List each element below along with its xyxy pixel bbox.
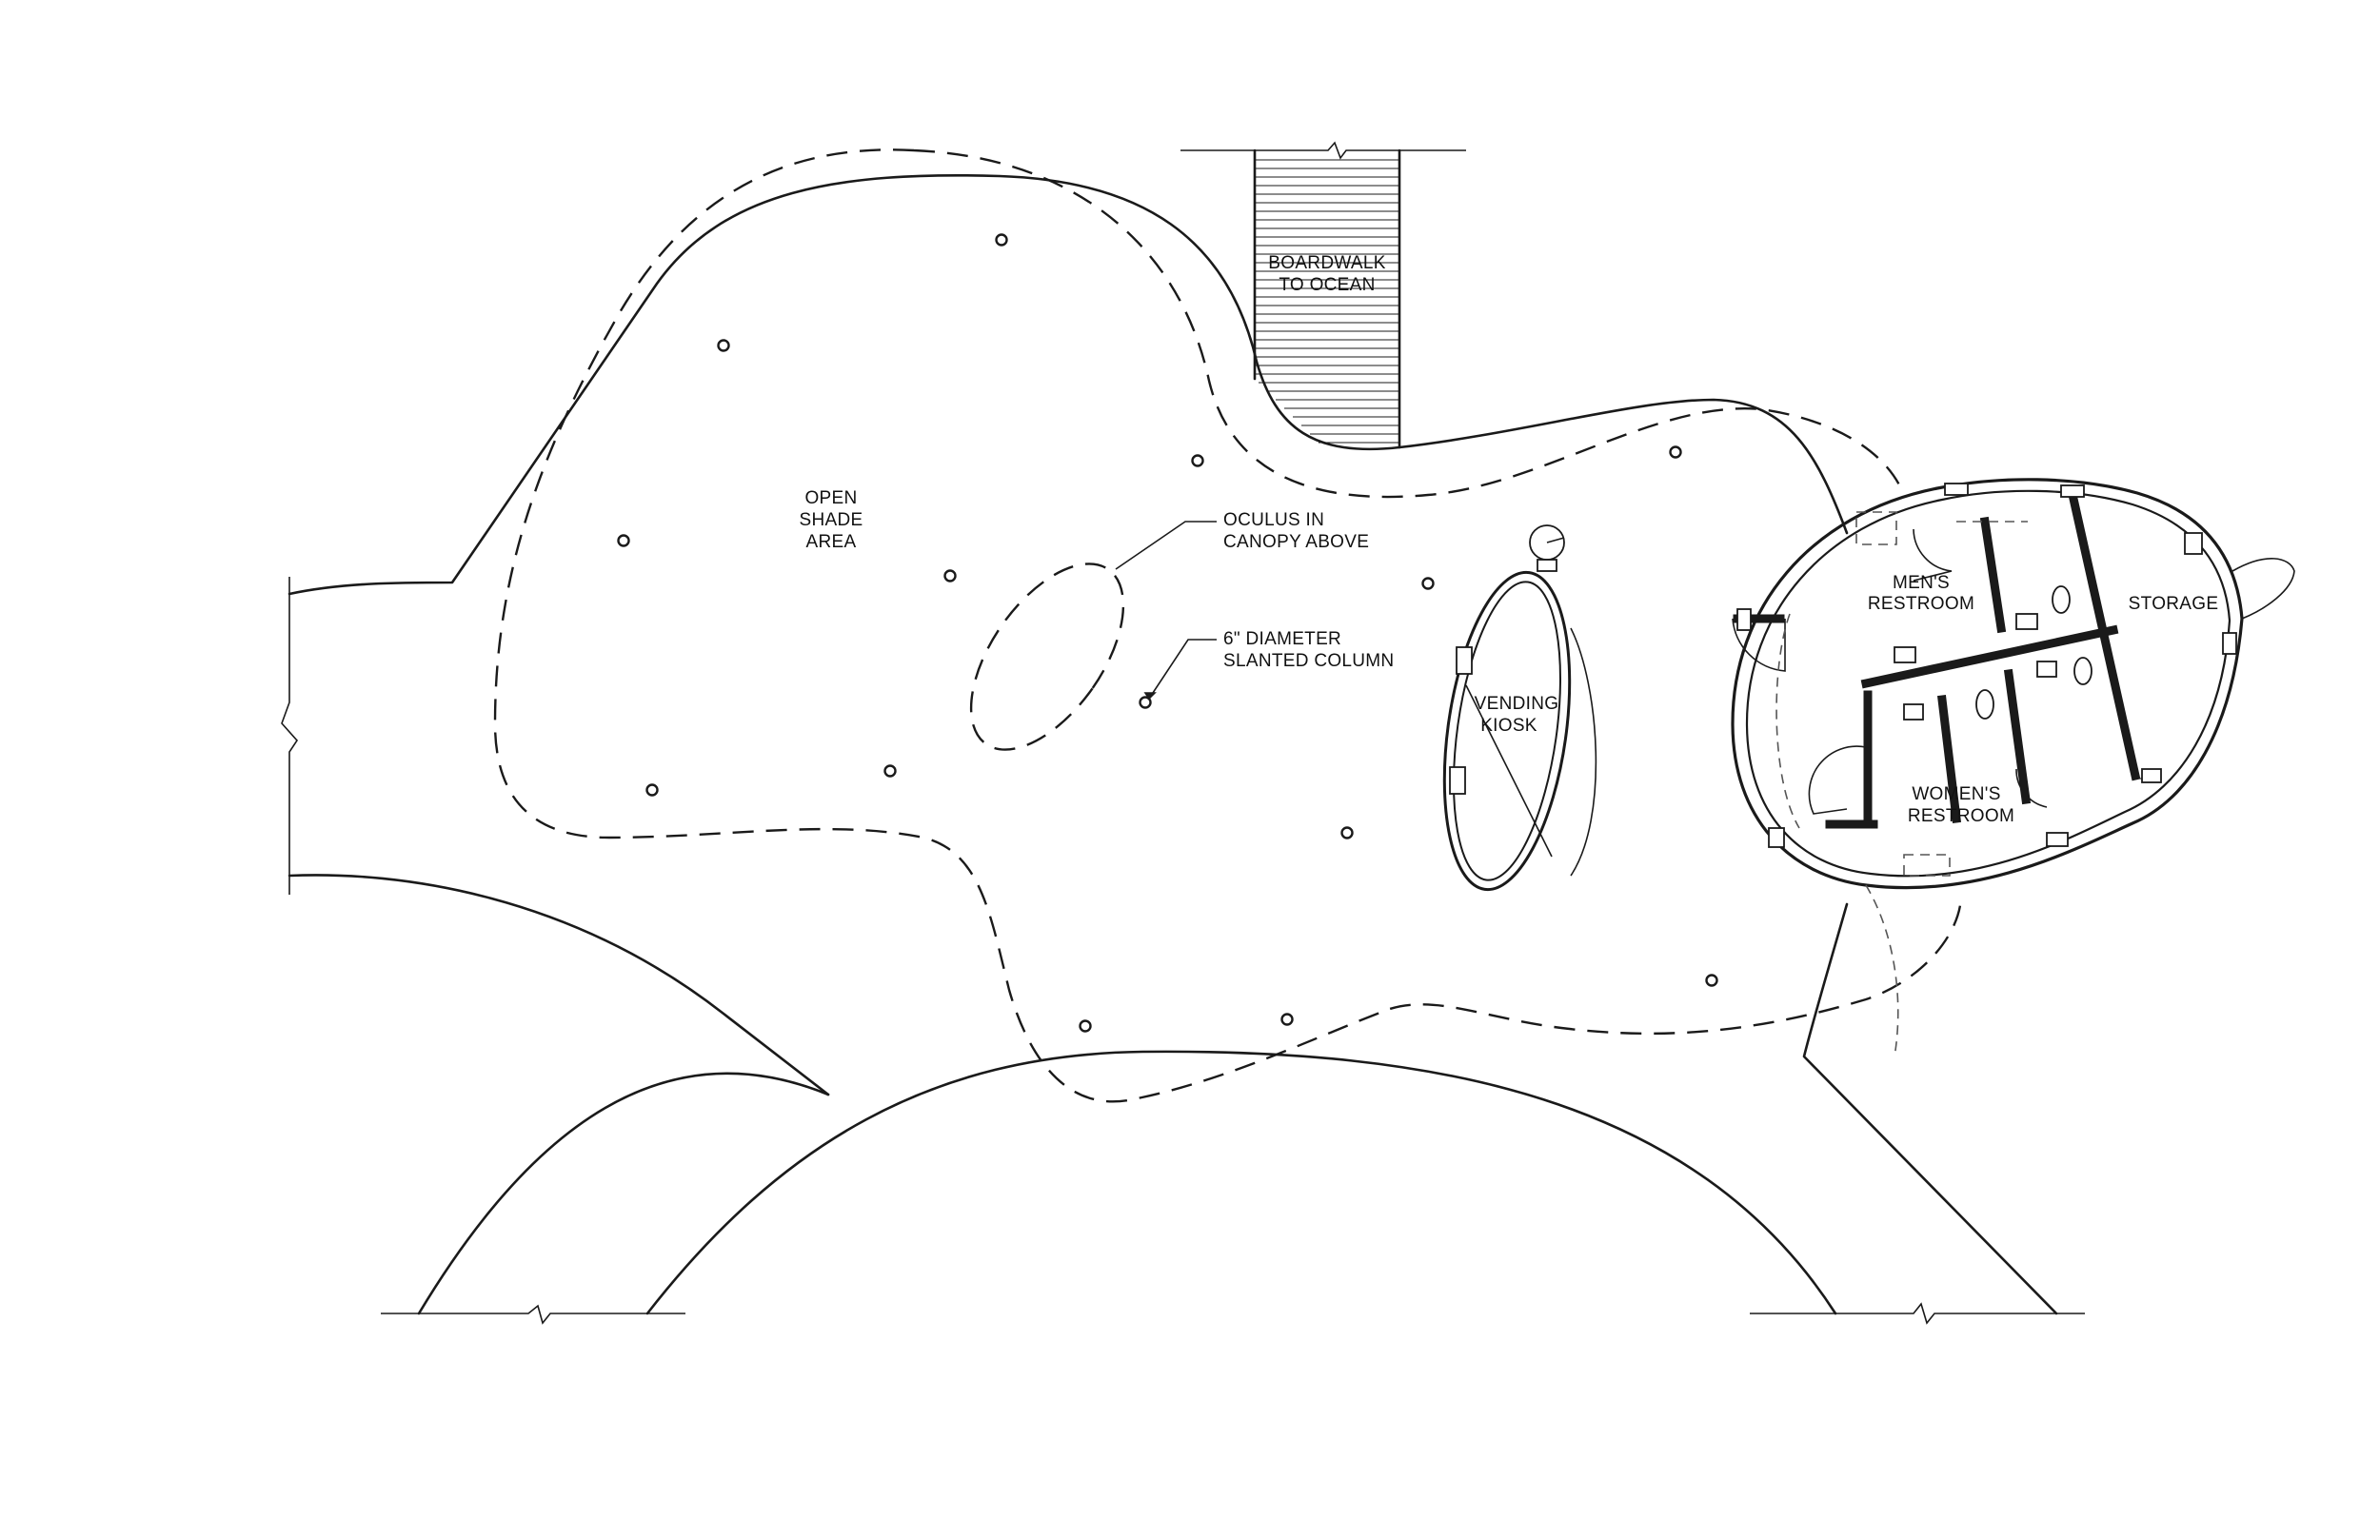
slanted-column [1705,974,1718,987]
slanted-column [1191,454,1204,467]
vending-label-2: KIOSK [1480,716,1537,736]
open-shade-label-3: AREA [806,532,857,552]
storage-label: STORAGE [2129,594,2219,614]
slanted-column [1340,826,1354,839]
slanted-column [617,534,630,547]
vending-label-1: VENDING [1475,694,1559,714]
slanted-column [943,569,957,582]
oculus-label-1: OCULUS IN [1223,510,1324,530]
column-label-1: 6" DIAMETER [1223,629,1341,649]
womens-label-2: RESTROOM [1908,806,2014,826]
slanted-column [717,339,730,352]
oculus-outline [969,563,1125,751]
labels: BOARDWALK TO OCEAN OPEN SHADE AREA OCULU… [800,253,2219,826]
boardwalk-label-1: BOARDWALK [1268,253,1385,273]
oculus-label-2: CANOPY ABOVE [1223,532,1369,552]
restroom-building [1731,478,2295,1057]
slanted-column [883,764,897,778]
leaders [1115,521,1217,701]
slanted-column [645,783,659,797]
slanted-column [1139,696,1152,709]
boardwalk-label-2: TO OCEAN [1279,275,1375,295]
open-shade-label-2: SHADE [800,510,863,530]
column-label-2: SLANTED COLUMN [1223,651,1394,671]
canopy-outline-dashed [493,148,1963,1103]
open-shade-label-1: OPEN [804,488,857,508]
mens-label-1: MEN'S [1893,573,1950,593]
columns [617,233,1718,1033]
boardwalk [1180,141,1466,449]
slanted-column [995,233,1008,247]
womens-label-1: WOMEN'S [1912,784,2000,804]
slanted-column [1421,577,1435,590]
slanted-column [1280,1013,1294,1026]
mens-label-2: RESTROOM [1868,594,1974,614]
slanted-column [1079,1019,1092,1033]
vending-kiosk [1442,524,1597,892]
site-walkways [281,173,2085,1325]
boardwalk-planks [1255,159,1399,444]
slanted-column [1669,445,1682,459]
